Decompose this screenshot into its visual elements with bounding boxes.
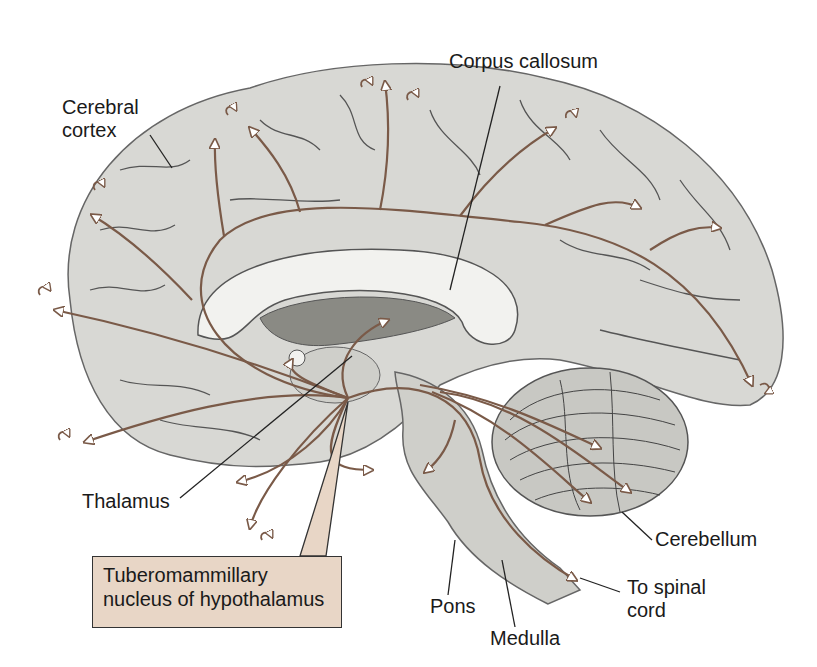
part-label: Cerebral cortex <box>62 96 162 142</box>
part-label: Pons <box>430 595 510 618</box>
part-label: To spinal cord <box>627 576 727 622</box>
cerebellar-folia <box>505 372 680 512</box>
surface-curls <box>39 80 769 540</box>
cerebellum-shape <box>492 368 688 516</box>
projection-arrows <box>55 82 752 580</box>
callout-wedge <box>300 402 348 556</box>
ventricle <box>260 297 455 346</box>
callout-box: Tuberomammillary nucleus of hypothalamus <box>92 556 342 628</box>
part-label: Corpus callosum <box>449 50 649 73</box>
callout-text: Tuberomammillary nucleus of hypothalamus <box>103 563 331 611</box>
part-label: Thalamus <box>82 490 222 513</box>
part-label: Medulla <box>490 627 610 650</box>
part-label: Cerebellum <box>655 528 805 551</box>
leader-lines <box>150 86 652 627</box>
